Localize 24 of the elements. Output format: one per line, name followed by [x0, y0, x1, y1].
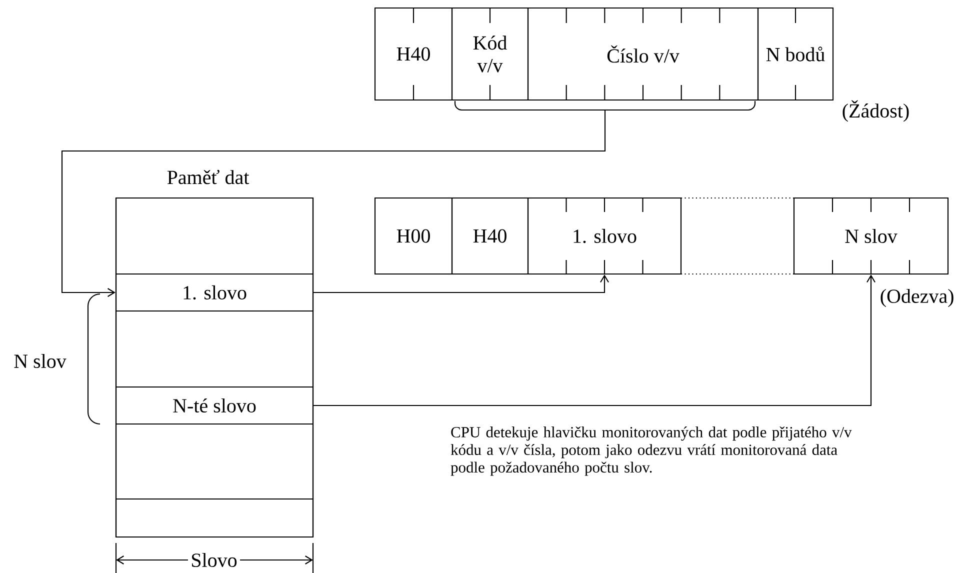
- frame-cell: Číslo v/v: [527, 7, 759, 101]
- memory-row: 1. slovo: [115, 273, 314, 312]
- note-text: CPU detekuje hlavičku monitorovaných dat podle přijatého v/v kódu a v/v čísla, potom jako odezvu vrátí monitorovaná data podle požadovaného počtu slov.: [450, 426, 852, 476]
- frame-cell: [681, 197, 794, 275]
- arrow: [314, 274, 609, 294]
- frame-cell: H00: [374, 197, 453, 275]
- dimension-label: Slovo: [188, 550, 240, 570]
- request-label: (Žádost): [842, 100, 909, 122]
- frame-cell: Kód v/v: [451, 7, 529, 101]
- braced-arrow: [61, 100, 756, 297]
- node-label: Paměť dat: [167, 170, 250, 184]
- response-label: (Odezva): [880, 288, 954, 308]
- frame-cell: 1. slovo: [527, 197, 682, 275]
- memory-row: [115, 423, 314, 500]
- arrow: [314, 274, 876, 406]
- brace-label: N slov: [14, 354, 66, 368]
- frame-cell: N slov: [793, 197, 949, 275]
- memory-row: [115, 197, 314, 275]
- memory-row: N-té slovo: [115, 386, 314, 425]
- memory-row: [115, 310, 314, 388]
- frame-cell: H40: [374, 7, 453, 101]
- frame-cell: H40: [451, 197, 529, 275]
- memory-row: [115, 498, 314, 538]
- frame-cell: N bodů: [757, 7, 834, 101]
